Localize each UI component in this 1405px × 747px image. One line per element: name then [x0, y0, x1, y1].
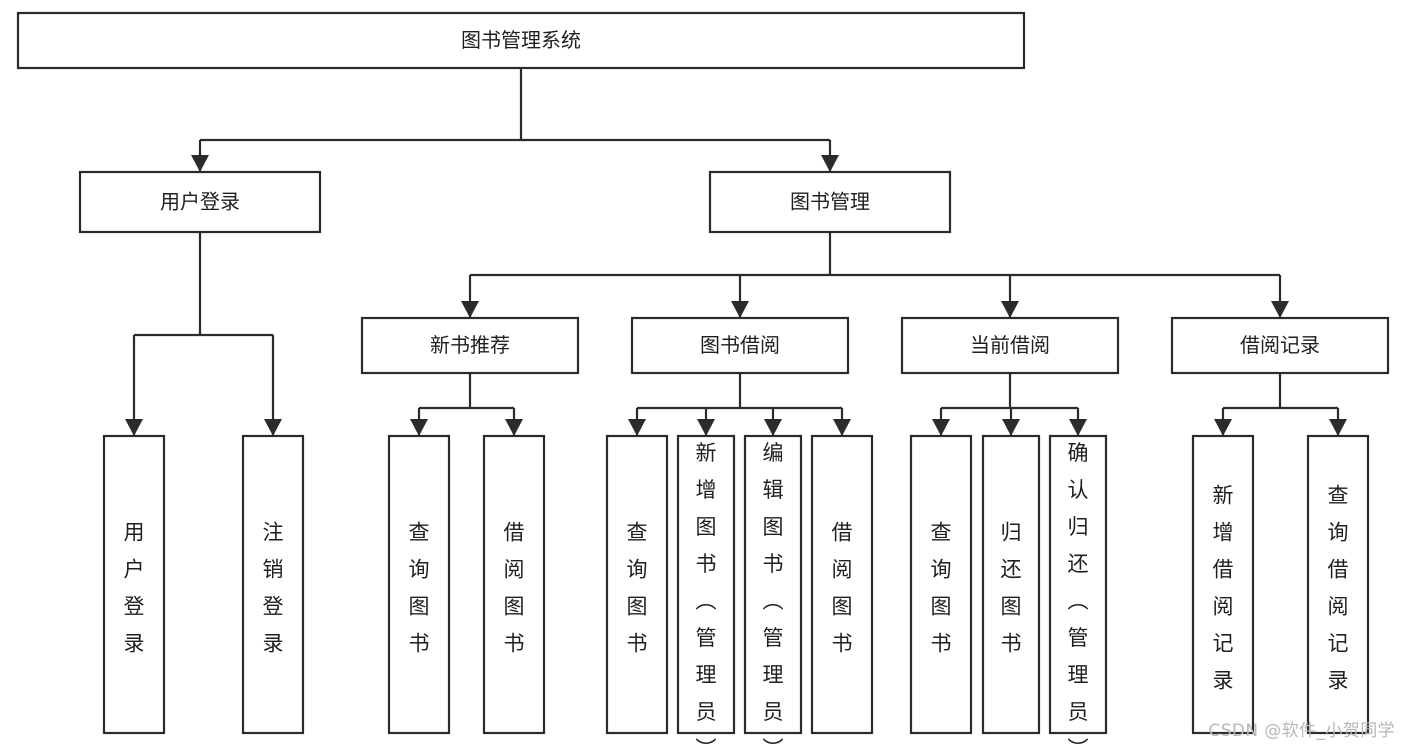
node-label-leaf-query-book-1: 查询图书	[409, 520, 430, 655]
node-label-leaf-query-book-3: 查询图书	[931, 520, 952, 655]
node-box-leaf-add-record	[1191, 434, 1255, 735]
arrow-head-icon	[1001, 301, 1019, 318]
node-leaf-query-record[interactable]: 查询借阅记录	[1306, 434, 1370, 735]
arrow-head-icon	[125, 419, 143, 436]
node-leaf-add-book[interactable]: 新增图书︵管理员︶	[676, 434, 736, 747]
node-box-borrow-record	[1170, 316, 1390, 375]
node-box-leaf-query-book-3	[909, 434, 973, 735]
node-leaf-return-book[interactable]: 归还图书	[981, 434, 1041, 735]
node-box-current-borrow	[900, 316, 1120, 375]
node-book-borrow[interactable]: 图书借阅	[630, 316, 850, 375]
node-leaf-borrow-book-1[interactable]: 借阅图书	[482, 434, 546, 735]
node-leaf-query-book-3[interactable]: 查询图书	[909, 434, 973, 735]
node-leaf-confirm-return[interactable]: 确认归还︵管理员︶	[1048, 434, 1108, 747]
edge-group-current-borrow	[932, 373, 1087, 436]
node-leaf-user-login[interactable]: 用户登录	[102, 434, 166, 735]
node-box-leaf-edit-book	[743, 434, 803, 735]
edge-group-book-borrow	[628, 373, 851, 436]
node-box-leaf-query-book-1	[387, 434, 451, 735]
node-label-leaf-borrow-book-2: 借阅图书	[832, 520, 853, 655]
node-box-leaf-user-logout	[241, 434, 305, 735]
edge-group-borrow-record	[1214, 373, 1347, 436]
edge-group-book-manage	[461, 232, 1289, 318]
arrow-head-icon	[932, 419, 950, 436]
node-label-book-manage: 图书管理	[790, 190, 870, 214]
arrow-head-icon	[731, 301, 749, 318]
node-box-leaf-add-book	[676, 434, 736, 735]
arrow-head-icon	[697, 419, 715, 436]
node-label-root: 图书管理系统	[461, 28, 581, 52]
node-label-leaf-query-book-2: 查询图书	[627, 520, 648, 655]
node-label-leaf-borrow-book-1: 借阅图书	[504, 520, 525, 655]
node-box-new-book-recommend	[360, 316, 580, 375]
arrow-head-icon	[461, 301, 479, 318]
node-box-book-manage	[708, 170, 952, 234]
node-leaf-query-book-2[interactable]: 查询图书	[605, 434, 669, 735]
node-label-user-login: 用户登录	[160, 190, 240, 214]
node-box-user-login	[78, 170, 322, 234]
node-label-leaf-confirm-return: 确认归还︵管理员︶	[1068, 441, 1089, 747]
node-label-leaf-user-login: 用户登录	[124, 520, 145, 655]
node-label-leaf-return-book: 归还图书	[1001, 520, 1022, 655]
node-label-new-book-recommend: 新书推荐	[430, 333, 510, 357]
node-box-book-borrow	[630, 316, 850, 375]
node-box-root	[16, 11, 1026, 70]
arrow-head-icon	[628, 419, 646, 436]
node-book-manage[interactable]: 图书管理	[708, 170, 952, 234]
node-new-book-recommend[interactable]: 新书推荐	[360, 316, 580, 375]
node-box-leaf-query-record	[1306, 434, 1370, 735]
arrow-head-icon	[1214, 419, 1232, 436]
arrow-head-icon	[764, 419, 782, 436]
connectors-layer	[125, 68, 1347, 436]
node-box-leaf-confirm-return	[1048, 434, 1108, 735]
edge-group-new-book-recommend	[410, 373, 523, 436]
node-label-book-borrow: 图书借阅	[700, 333, 780, 357]
edge-group-user-login	[125, 232, 282, 436]
node-leaf-user-logout[interactable]: 注销登录	[241, 434, 305, 735]
node-label-leaf-add-record: 新增借阅记录	[1213, 483, 1234, 692]
node-leaf-add-record[interactable]: 新增借阅记录	[1191, 434, 1255, 735]
node-current-borrow[interactable]: 当前借阅	[900, 316, 1120, 375]
node-leaf-query-book-1[interactable]: 查询图书	[387, 434, 451, 735]
node-box-leaf-return-book	[981, 434, 1041, 735]
node-label-leaf-user-logout: 注销登录	[263, 520, 284, 655]
arrow-head-icon	[1329, 419, 1347, 436]
node-label-current-borrow: 当前借阅	[970, 333, 1050, 357]
nodes-layer: 图书管理系统用户登录图书管理新书推荐图书借阅当前借阅借阅记录用户登录注销登录查询…	[16, 11, 1390, 747]
arrow-head-icon	[833, 419, 851, 436]
arrow-head-icon	[821, 155, 839, 172]
node-label-borrow-record: 借阅记录	[1240, 333, 1320, 357]
node-label-leaf-add-book: 新增图书︵管理员︶	[696, 441, 717, 747]
arrow-head-icon	[505, 419, 523, 436]
arrow-head-icon	[1069, 419, 1087, 436]
arrow-head-icon	[1002, 419, 1020, 436]
arrow-head-icon	[410, 419, 428, 436]
node-root[interactable]: 图书管理系统	[16, 11, 1026, 70]
node-label-leaf-edit-book: 编辑图书︵管理员︶	[763, 441, 784, 747]
node-user-login[interactable]: 用户登录	[78, 170, 322, 234]
node-leaf-borrow-book-2[interactable]: 借阅图书	[810, 434, 874, 735]
node-borrow-record[interactable]: 借阅记录	[1170, 316, 1390, 375]
node-box-leaf-borrow-book-2	[810, 434, 874, 735]
node-leaf-edit-book[interactable]: 编辑图书︵管理员︶	[743, 434, 803, 747]
node-label-leaf-query-record: 查询借阅记录	[1328, 483, 1349, 692]
node-box-leaf-query-book-2	[605, 434, 669, 735]
node-box-leaf-user-login	[102, 434, 166, 735]
arrow-head-icon	[191, 155, 209, 172]
edge-group-root	[191, 68, 839, 172]
arrow-head-icon	[264, 419, 282, 436]
node-box-leaf-borrow-book-1	[482, 434, 546, 735]
arrow-head-icon	[1271, 301, 1289, 318]
